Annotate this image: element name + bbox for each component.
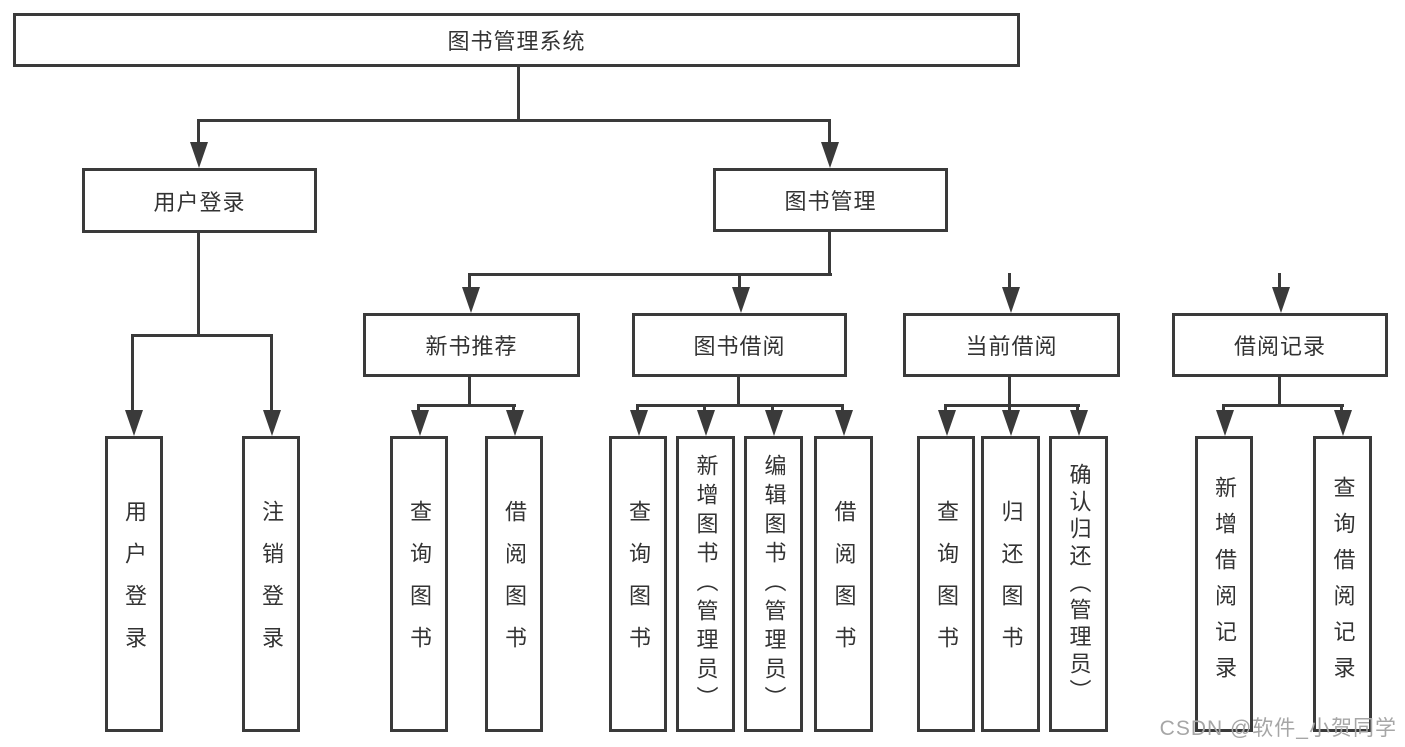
node-new-book-recommend-label: 新书推荐 xyxy=(425,334,518,359)
arrowhead-down-icon xyxy=(938,410,956,436)
connector-newbook-split xyxy=(417,404,516,407)
connector-current-stem xyxy=(1008,377,1011,407)
arrowhead-down-icon xyxy=(263,410,281,436)
csdn-watermark: CSDN @软件_小贺同学 xyxy=(1159,717,1397,740)
connector-records-split xyxy=(1222,404,1344,407)
root-node-label: 图书管理系统 xyxy=(447,29,586,54)
leaf-label: 注销登录 xyxy=(259,500,284,668)
leaf-logout: 注销登录 xyxy=(242,436,300,732)
node-user-login: 用户登录 xyxy=(82,168,317,233)
connector-user-drop-left xyxy=(131,334,134,416)
arrowhead-down-icon xyxy=(1334,410,1352,436)
arrowhead-down-icon xyxy=(1002,410,1020,436)
connector-user-split xyxy=(131,334,273,337)
arrowhead-down-icon xyxy=(411,410,429,436)
node-current-borrow-label: 当前借阅 xyxy=(965,334,1058,359)
arrowhead-down-icon xyxy=(835,410,853,436)
leaf-add-books-admin: 新增图书（管理员） xyxy=(676,436,735,732)
leaf-label: 借阅图书 xyxy=(831,500,857,668)
connector-user-stem xyxy=(197,233,200,336)
connector-user-drop-right xyxy=(270,334,273,416)
connector-borrow-stem xyxy=(737,377,740,407)
leaf-label: 查询图书 xyxy=(934,500,959,668)
leaf-query-books-borrow: 查询图书 xyxy=(609,436,667,732)
leaf-borrow-books-newbook: 借阅图书 xyxy=(485,436,543,732)
node-book-management-label: 图书管理 xyxy=(784,189,877,214)
arrowhead-down-icon xyxy=(1002,287,1020,313)
leaf-label: 用户登录 xyxy=(122,500,147,668)
leaf-label: 借阅图书 xyxy=(502,500,527,668)
connector-root-stem xyxy=(517,67,520,122)
connector-mgmt-drop-3 xyxy=(1008,273,1011,291)
leaf-query-borrow-record: 查询借阅记录 xyxy=(1313,436,1372,732)
arrowhead-down-icon xyxy=(630,410,648,436)
leaf-confirm-return-admin: 确认归还（管理员） xyxy=(1049,436,1108,732)
leaf-return-books: 归还图书 xyxy=(981,436,1040,732)
connector-l1-drop-right xyxy=(828,119,831,147)
leaf-add-borrow-record: 新增借阅记录 xyxy=(1195,436,1253,732)
arrowhead-down-icon xyxy=(765,410,783,436)
connector-mgmt-stem xyxy=(828,232,831,276)
connector-mgmt-drop-1 xyxy=(468,273,471,291)
leaf-borrow-books: 借阅图书 xyxy=(814,436,873,732)
node-borrow-records-label: 借阅记录 xyxy=(1233,334,1326,359)
arrowhead-down-icon xyxy=(506,410,524,436)
arrowhead-down-icon xyxy=(125,410,143,436)
connector-mgmt-drop-4 xyxy=(1278,273,1281,291)
connector-mgmt-split xyxy=(468,273,832,276)
node-user-login-label: 用户登录 xyxy=(153,189,246,215)
arrowhead-down-icon xyxy=(190,142,208,168)
arrowhead-down-icon xyxy=(732,287,750,313)
connector-mgmt-drop-2 xyxy=(738,273,741,291)
node-borrow-records: 借阅记录 xyxy=(1172,313,1388,377)
node-book-borrow-label: 图书借阅 xyxy=(693,334,786,359)
node-current-borrow: 当前借阅 xyxy=(903,313,1120,377)
connector-l1-split xyxy=(197,119,831,122)
node-book-management: 图书管理 xyxy=(713,168,948,232)
leaf-user-login: 用户登录 xyxy=(105,436,163,732)
leaf-label: 新增图书（管理员） xyxy=(693,453,719,715)
arrowhead-down-icon xyxy=(1216,410,1234,436)
node-new-book-recommend: 新书推荐 xyxy=(363,313,580,377)
leaf-label: 编辑图书（管理员） xyxy=(761,453,787,715)
arrowhead-down-icon xyxy=(697,410,715,436)
connector-records-stem xyxy=(1278,377,1281,407)
leaf-label: 查询图书 xyxy=(407,500,432,668)
leaf-label: 查询借阅记录 xyxy=(1330,476,1356,692)
leaf-label: 查询图书 xyxy=(626,500,651,668)
arrowhead-down-icon xyxy=(462,287,480,313)
leaf-label: 归还图书 xyxy=(998,500,1024,668)
node-book-borrow: 图书借阅 xyxy=(632,313,847,377)
leaf-label: 新增借阅记录 xyxy=(1212,476,1237,692)
leaf-edit-books-admin: 编辑图书（管理员） xyxy=(744,436,803,732)
connector-borrow-split xyxy=(636,404,844,407)
arrowhead-down-icon xyxy=(1272,287,1290,313)
connector-l1-drop-left xyxy=(197,119,200,147)
leaf-query-books-current: 查询图书 xyxy=(917,436,975,732)
root-node: 图书管理系统 xyxy=(13,13,1020,67)
connector-current-split xyxy=(944,404,1080,407)
connector-newbook-stem xyxy=(468,377,471,407)
leaf-query-books-newbook: 查询图书 xyxy=(390,436,448,732)
arrowhead-down-icon xyxy=(821,142,839,168)
arrowhead-down-icon xyxy=(1070,410,1088,436)
leaf-label: 确认归还（管理员） xyxy=(1066,462,1092,706)
